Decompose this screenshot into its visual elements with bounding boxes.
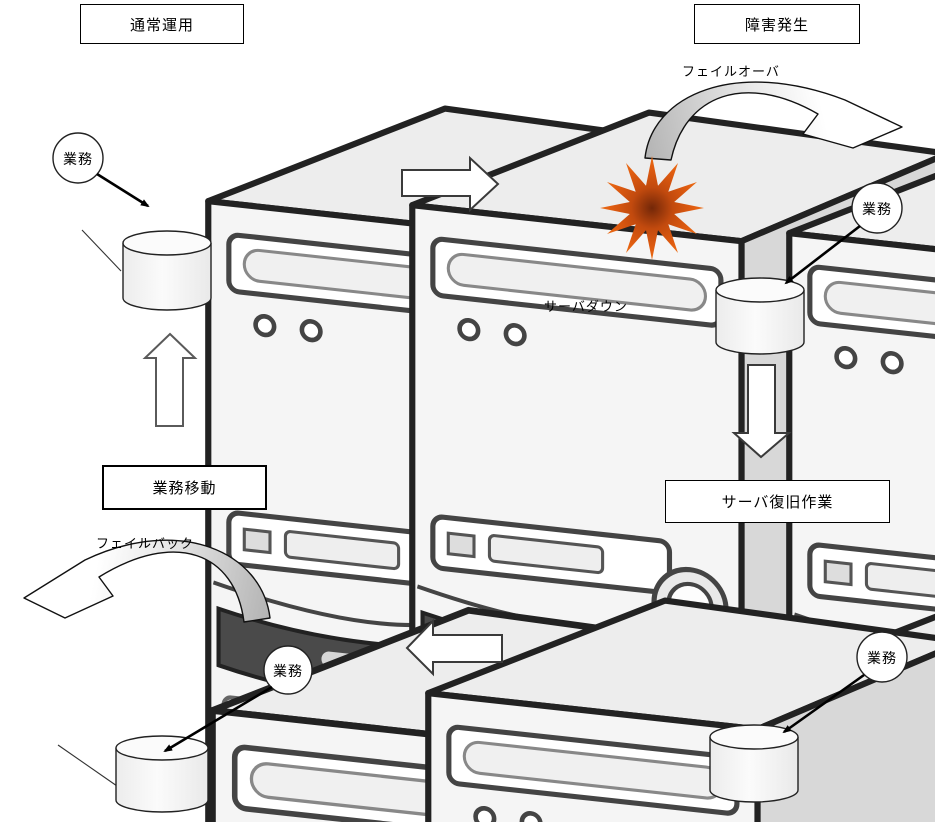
flow-arrow-left <box>405 618 503 677</box>
flow-arrow-right <box>401 155 500 213</box>
shared-disk-recovery <box>709 724 799 803</box>
failover-curved-arrow <box>644 81 903 161</box>
server-down-label: サーバダウン <box>544 299 628 314</box>
shared-disk-normal <box>122 230 212 311</box>
shared-disk-migration <box>115 735 209 813</box>
task-label-migration: 業務 <box>273 663 303 679</box>
explosion-burst-icon <box>600 156 704 260</box>
stage-title-task-migration: 業務移動 <box>102 465 267 510</box>
stage-title-failure: 障害発生 <box>694 4 860 44</box>
stage-title-server-recovery: サーバ復旧作業 <box>665 480 890 523</box>
task-bubble-recovery <box>856 631 908 683</box>
flow-arrow-down <box>731 364 792 459</box>
failback-label: フェイルバック <box>96 536 195 551</box>
failover-label: フェイルオーバ <box>682 64 780 79</box>
task-label-recovery: 業務 <box>867 650 897 666</box>
flow-arrow-up <box>142 332 198 427</box>
task-label-failure: 業務 <box>862 201 892 217</box>
task-bubble-failure <box>851 182 903 234</box>
task-bubble-normal <box>52 132 104 184</box>
stage-title-normal-operation: 通常運用 <box>80 4 244 44</box>
failback-curved-arrow <box>23 539 271 623</box>
shared-disk-failure <box>715 277 805 355</box>
task-bubble-migration <box>263 645 313 695</box>
task-label-normal: 業務 <box>63 151 93 167</box>
task-access-arrows <box>96 172 865 753</box>
